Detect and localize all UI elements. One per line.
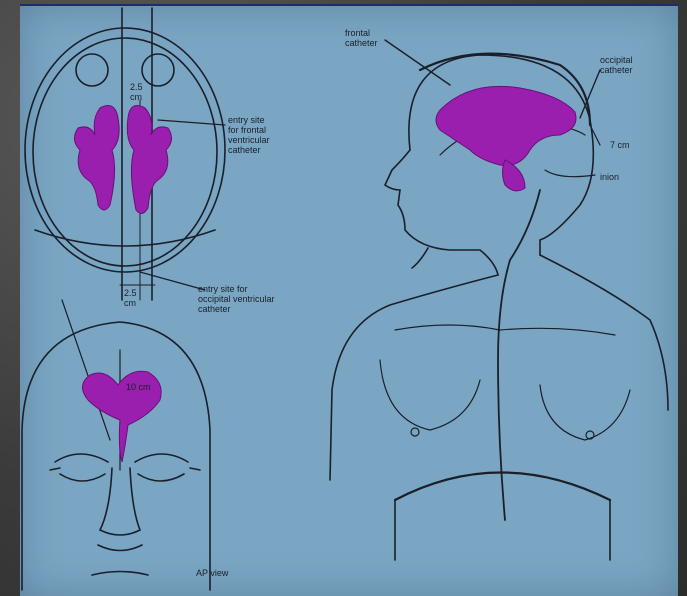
ventricle-side-view xyxy=(436,86,576,165)
face-front-view xyxy=(22,300,210,590)
measure-front-label: 10 cm xyxy=(126,382,151,392)
skull-top-view xyxy=(25,8,225,300)
frontal-catheter-label: frontal catheter xyxy=(345,28,378,48)
inion-label: inion xyxy=(600,172,619,182)
measure-bottom-label: 2.5 cm xyxy=(124,288,137,308)
ap-view-label: AP view xyxy=(196,568,228,578)
measure-top-label: 2.5 cm xyxy=(130,82,143,102)
right-lateral-ventricle xyxy=(127,106,171,214)
entry-occipital-label: entry site for occipital ventricular cat… xyxy=(198,284,275,314)
occipital-catheter-label: occipital catheter xyxy=(600,55,633,75)
entry-frontal-label: entry site for frontal ventricular cathe… xyxy=(228,115,270,155)
left-lateral-ventricle xyxy=(74,106,119,210)
seven-cm-label: 7 cm xyxy=(610,140,630,150)
